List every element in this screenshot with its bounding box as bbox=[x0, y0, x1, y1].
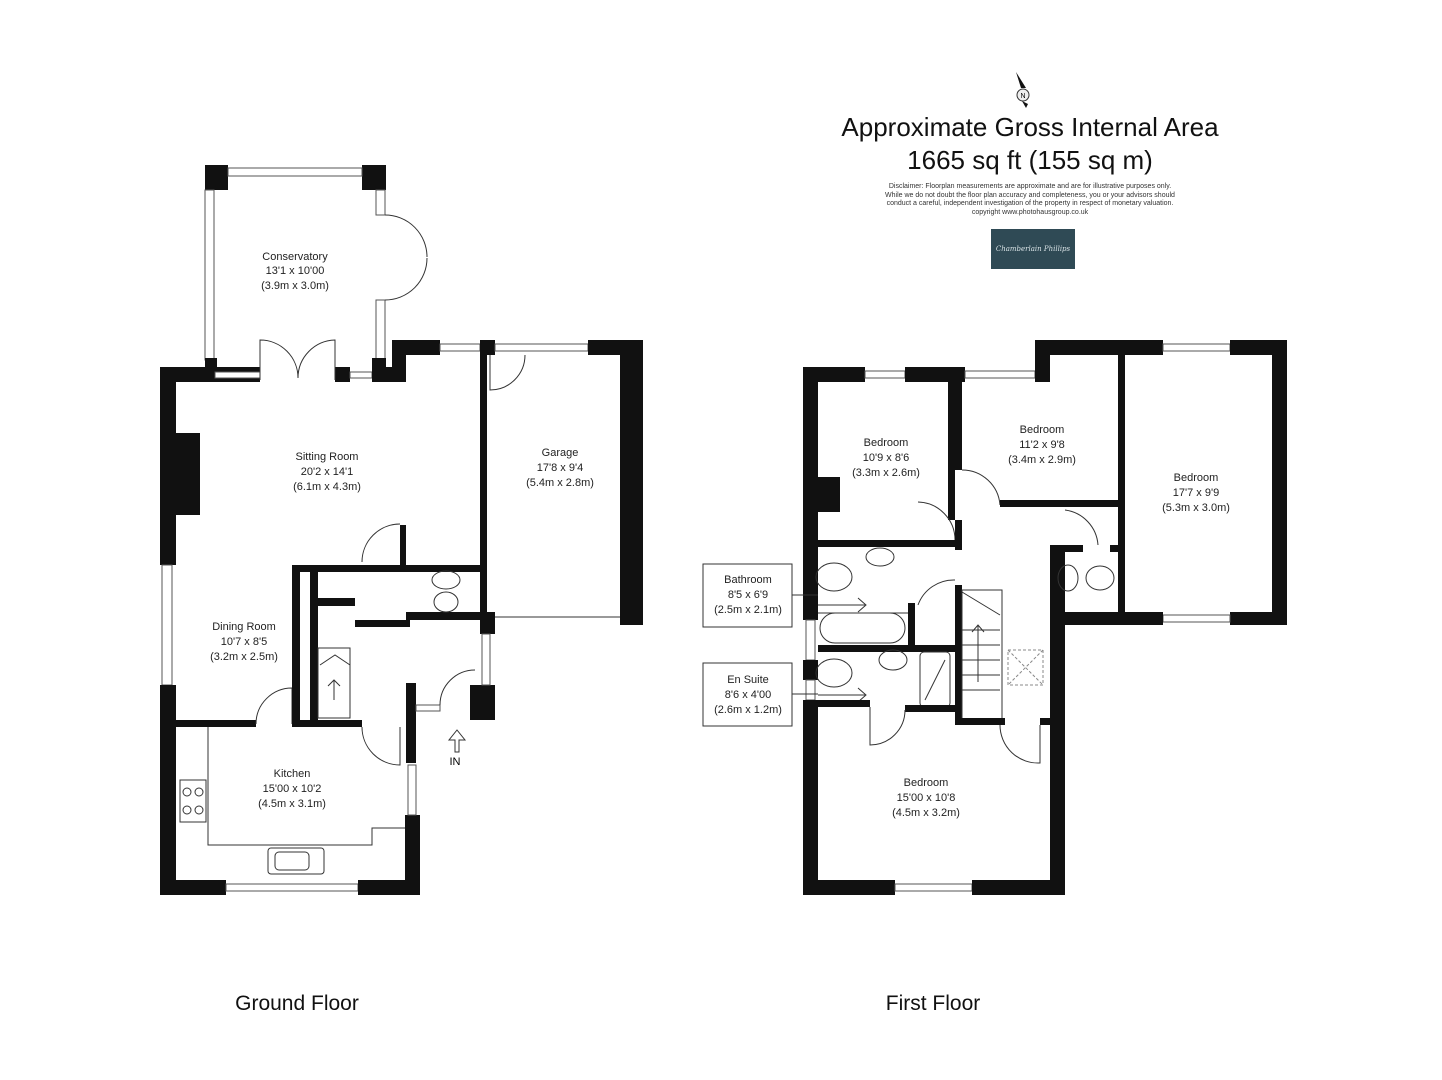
compass-icon: N bbox=[1016, 72, 1030, 108]
room-size-metric: (2.5m x 2.1m) bbox=[714, 604, 782, 616]
room-name: Bedroom bbox=[1174, 472, 1219, 484]
entrance-label: IN bbox=[450, 756, 461, 768]
room-size-metric: (3.2m x 2.5m) bbox=[210, 651, 278, 663]
room-label-garage: Garage 17'8 x 9'4 (5.4m x 2.8m) bbox=[526, 447, 594, 489]
room-size-imperial: 10'9 x 8'6 bbox=[863, 452, 909, 464]
agent-logo: Chamberlain Phillips bbox=[991, 229, 1075, 269]
disclaimer-line: copyright www.photohausgroup.co.uk bbox=[971, 208, 1089, 216]
room-size-imperial: 8'5 x 6'9 bbox=[728, 589, 768, 601]
room-size-metric: (5.4m x 2.8m) bbox=[526, 477, 594, 489]
room-size-metric: (4.5m x 3.2m) bbox=[892, 807, 960, 819]
room-size-imperial: 15'00 x 10'2 bbox=[263, 783, 322, 795]
room-label-bathroom: Bathroom 8'5 x 6'9 (2.5m x 2.1m) bbox=[714, 574, 782, 616]
entrance-arrow-icon bbox=[447, 729, 467, 753]
room-label-en-suite: En Suite 8'6 x 4'00 (2.6m x 1.2m) bbox=[714, 674, 782, 716]
area-title: Approximate Gross Internal Area bbox=[841, 112, 1219, 142]
room-size-metric: (3.3m x 2.6m) bbox=[852, 467, 920, 479]
first-floor-plan: Bathroom 8'5 x 6'9 (2.5m x 2.1m) En Suit… bbox=[702, 340, 1287, 1015]
room-name: Bedroom bbox=[904, 777, 949, 789]
disclaimer-line: While we do not doubt the floor plan acc… bbox=[885, 191, 1175, 199]
room-size-imperial: 10'7 x 8'5 bbox=[221, 636, 267, 648]
room-label-dining-room: Dining Room 10'7 x 8'5 (3.2m x 2.5m) bbox=[210, 621, 278, 663]
room-size-imperial: 15'00 x 10'8 bbox=[897, 792, 956, 804]
room-size-imperial: 17'8 x 9'4 bbox=[537, 462, 583, 474]
room-name: Bedroom bbox=[864, 437, 909, 449]
room-label-kitchen: Kitchen 15'00 x 10'2 (4.5m x 3.1m) bbox=[258, 768, 326, 810]
room-label-bedroom-3: Bedroom 17'7 x 9'9 (5.3m x 3.0m) bbox=[1162, 472, 1230, 514]
room-size-metric: (4.5m x 3.1m) bbox=[258, 798, 326, 810]
room-size-imperial: 13'1 x 10'00 bbox=[266, 265, 325, 277]
room-size-metric: (5.3m x 3.0m) bbox=[1162, 502, 1230, 514]
disclaimer-line: conduct a careful, independent investiga… bbox=[886, 200, 1174, 207]
compass-north-label: N bbox=[1020, 93, 1025, 100]
ground-floor-label: Ground Floor bbox=[235, 992, 359, 1015]
room-label-bedroom-4: Bedroom 15'00 x 10'8 (4.5m x 3.2m) bbox=[892, 777, 960, 819]
room-size-metric: (3.4m x 2.9m) bbox=[1008, 454, 1076, 466]
room-size-imperial: 20'2 x 14'1 bbox=[301, 466, 354, 478]
room-name: Dining Room bbox=[212, 621, 276, 633]
room-size-imperial: 17'7 x 9'9 bbox=[1173, 487, 1219, 499]
disclaimer: Disclaimer: Floorplan measurements are a… bbox=[860, 183, 1200, 217]
room-size-metric: (6.1m x 4.3m) bbox=[293, 481, 361, 493]
room-name: Sitting Room bbox=[296, 451, 359, 463]
room-size-imperial: 11'2 x 9'8 bbox=[1019, 439, 1065, 451]
room-name: Bedroom bbox=[1020, 424, 1065, 436]
room-label-bedroom-2: Bedroom 11'2 x 9'8 (3.4m x 2.9m) bbox=[1008, 424, 1076, 466]
room-name: Bathroom bbox=[724, 574, 772, 586]
disclaimer-line: Disclaimer: Floorplan measurements are a… bbox=[888, 183, 1172, 190]
room-size-metric: (3.9m x 3.0m) bbox=[261, 280, 329, 292]
room-label-bedroom-1: Bedroom 10'9 x 8'6 (3.3m x 2.6m) bbox=[852, 437, 920, 479]
first-floor-label: First Floor bbox=[886, 992, 981, 1015]
ground-floor-plan: IN Conservatory 13'1 x 10'00 (3.9m x 3.0… bbox=[160, 165, 643, 1015]
room-size-metric: (2.6m x 1.2m) bbox=[714, 704, 782, 716]
room-name: Kitchen bbox=[274, 768, 311, 780]
room-name: En Suite bbox=[727, 674, 769, 686]
room-size-imperial: 8'6 x 4'00 bbox=[725, 689, 771, 701]
room-label-conservatory: Conservatory 13'1 x 10'00 (3.9m x 3.0m) bbox=[261, 251, 329, 292]
room-label-sitting-room: Sitting Room 20'2 x 14'1 (6.1m x 4.3m) bbox=[293, 451, 361, 493]
area-total: 1665 sq ft (155 sq m) bbox=[907, 145, 1153, 175]
room-name: Conservatory bbox=[262, 251, 328, 263]
room-name: Garage bbox=[542, 447, 579, 459]
